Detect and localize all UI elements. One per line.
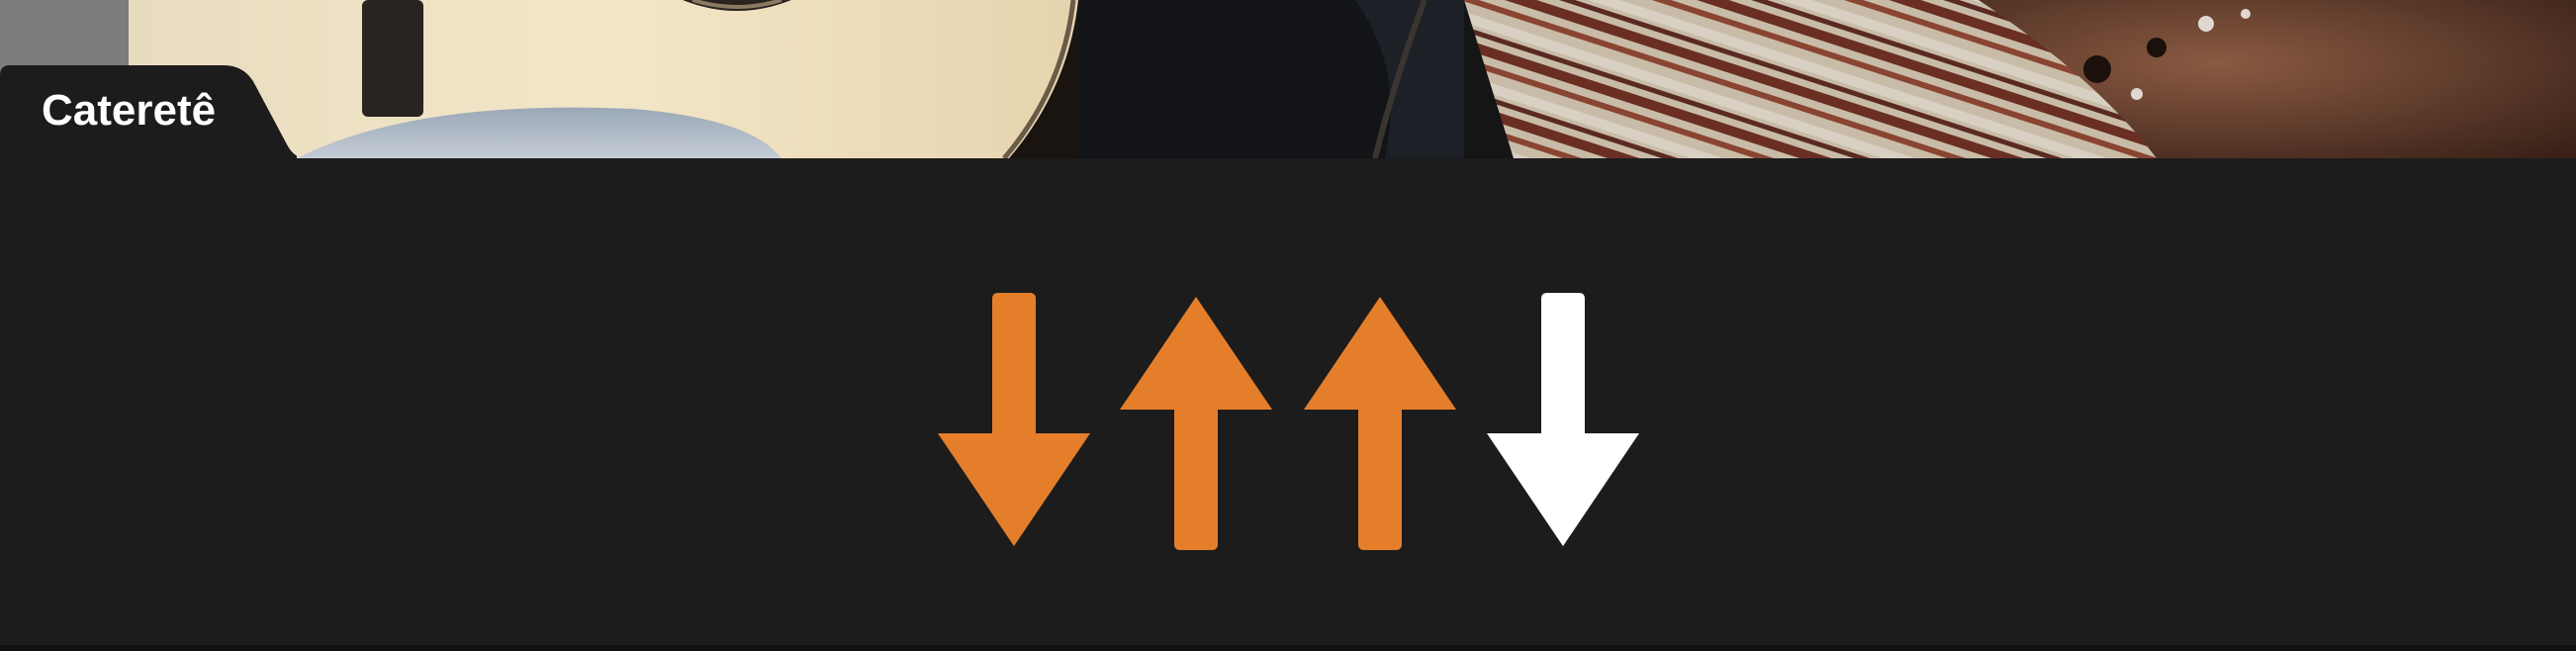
arrow-up-icon xyxy=(1304,297,1456,550)
strum-arrow-up[interactable] xyxy=(1112,293,1280,550)
strum-arrow-down[interactable] xyxy=(1479,293,1647,550)
title-tab xyxy=(0,65,297,158)
arrow-up-icon xyxy=(1120,297,1272,550)
title-tab-shape xyxy=(0,65,297,158)
video-frame-image xyxy=(0,0,2576,158)
strum-pattern xyxy=(930,293,1652,550)
arrow-down-icon xyxy=(1487,293,1639,546)
video-frame[interactable] xyxy=(0,0,2576,158)
strum-arrow-down[interactable] xyxy=(930,293,1098,550)
arrow-down-icon xyxy=(938,293,1090,546)
bottom-edge xyxy=(0,645,2576,651)
song-title: Cateretê xyxy=(42,86,217,135)
strum-arrow-up[interactable] xyxy=(1296,293,1464,550)
